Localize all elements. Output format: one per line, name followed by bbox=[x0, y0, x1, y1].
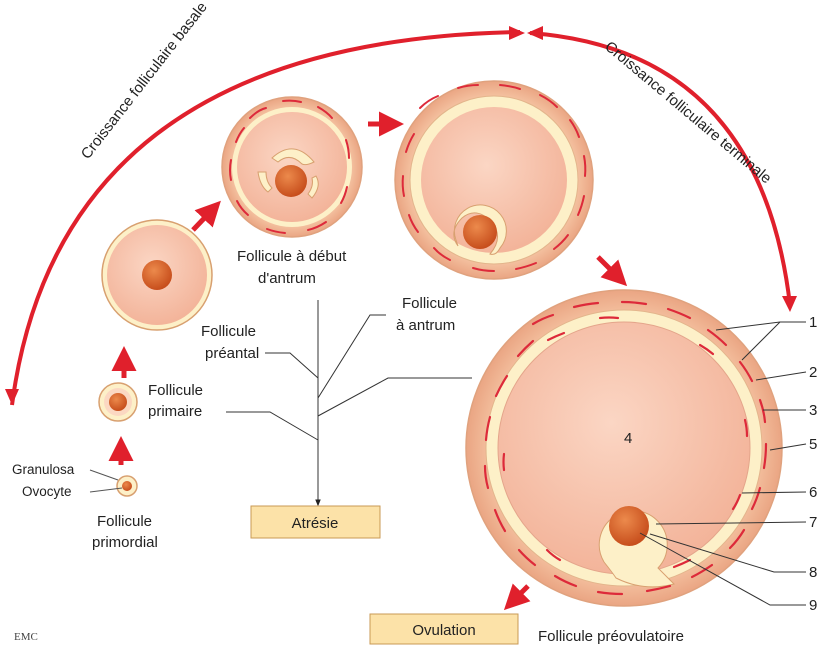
primary-follicle bbox=[99, 383, 137, 421]
early-antrum-label-line2: d'antrum bbox=[258, 270, 316, 287]
antrum-follicle bbox=[395, 81, 593, 279]
terminal-growth-label: Croissance folliculaire terminale bbox=[601, 38, 774, 187]
antrum-cavity-number: 4 bbox=[624, 430, 632, 447]
primary-label-line1: Follicule bbox=[148, 382, 203, 399]
callout-numbers: 1 2 3 5 6 7 8 9 bbox=[809, 314, 817, 614]
early-antrum-follicle bbox=[222, 97, 362, 237]
arrow-preantral-to-early-antrum bbox=[193, 208, 214, 230]
arrow-antrum-to-preovulatory bbox=[598, 257, 620, 279]
preantral-label-line2: préantal bbox=[205, 345, 259, 362]
primordial-label-line1: Follicule bbox=[97, 513, 152, 530]
callout-number-2: 2 bbox=[809, 364, 817, 381]
callout-number-1: 1 bbox=[809, 314, 817, 331]
primordial-label-line2: primordial bbox=[92, 534, 158, 551]
basal-growth-label: Croissance folliculaire basale bbox=[78, 0, 211, 162]
atresia-label: Atrésie bbox=[292, 515, 339, 532]
callout-number-3: 3 bbox=[809, 402, 817, 419]
ovulation-label: Ovulation bbox=[412, 622, 475, 639]
early-antrum-label-line1: Follicule à début bbox=[237, 248, 347, 265]
emc-logo: EMC bbox=[14, 631, 38, 643]
ovulation-box: Ovulation bbox=[370, 614, 518, 644]
arc-arrowhead-mid-left bbox=[509, 26, 525, 40]
primary-label-line2: primaire bbox=[148, 403, 202, 420]
preovulatory-follicle bbox=[466, 290, 782, 606]
primordial-follicle bbox=[117, 476, 137, 496]
arc-arrowhead-mid-right bbox=[527, 26, 543, 40]
arc-arrowhead-left bbox=[5, 389, 19, 405]
callout-number-8: 8 bbox=[809, 564, 817, 581]
atresia-box: Atrésie bbox=[251, 506, 380, 538]
antrum-label-line2: à antrum bbox=[396, 317, 455, 334]
preantral-follicle bbox=[102, 220, 212, 330]
antrum-label-line1: Follicule bbox=[402, 295, 457, 312]
granulosa-label: Granulosa bbox=[12, 462, 75, 477]
callout-number-9: 9 bbox=[809, 597, 817, 614]
preovulatory-label: Follicule préovulatoire bbox=[538, 628, 684, 645]
callout-number-6: 6 bbox=[809, 484, 817, 501]
arrow-ovulation bbox=[511, 586, 528, 603]
callout-number-7: 7 bbox=[809, 514, 817, 531]
preantral-label-line1: Follicule bbox=[201, 323, 256, 340]
callout-number-5: 5 bbox=[809, 436, 817, 453]
granulosa-pointer bbox=[90, 470, 118, 480]
arc-arrowhead-right bbox=[782, 296, 797, 312]
ovocyte-label: Ovocyte bbox=[22, 484, 72, 499]
